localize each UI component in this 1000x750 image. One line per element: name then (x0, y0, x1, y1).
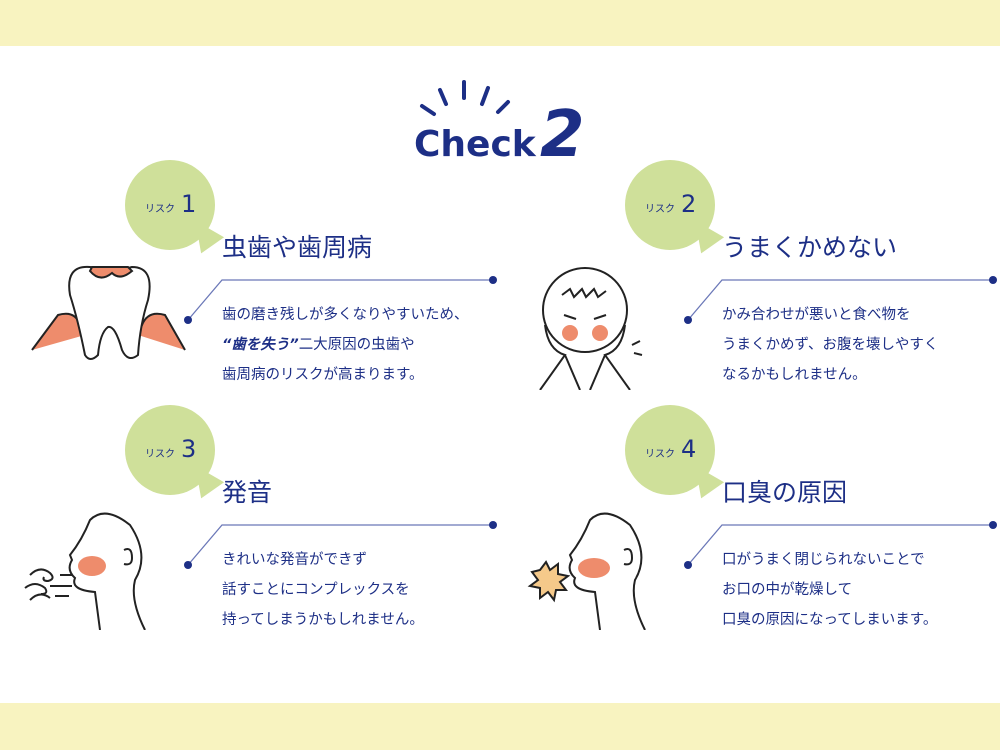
description-line: お口の中が乾燥して (722, 582, 853, 598)
sparkle-icon (420, 80, 510, 116)
check-word: Check (414, 124, 536, 165)
check-heading: Check 2 (414, 78, 594, 172)
tooth-icon (20, 255, 190, 369)
check-number: 2 (540, 98, 585, 172)
description-line: うまくかめず、お腹を壊しやすく (722, 337, 939, 353)
description-line: 口がうまく閉じられないことで (722, 552, 925, 568)
description-line: 話すことにコンプレックスを (222, 582, 410, 598)
risk-number: 2 (681, 190, 697, 218)
risk-description: かみ合わせが悪いと食べ物をうまくかめず、お腹を壊しやすくなるかもしれません。 (722, 300, 938, 390)
breath-profile-icon (20, 500, 170, 634)
description-line: なるかもしれません。 (722, 367, 867, 383)
bottom-band (0, 703, 1000, 750)
connector-line (184, 521, 497, 569)
risk-title: 虫歯や歯周病 (222, 233, 373, 262)
risk-title: 発音 (222, 478, 273, 507)
risk-title: うまくかめない (722, 233, 898, 262)
connector-line (684, 276, 997, 324)
description-line: 口臭の原因になってしまいます。 (722, 612, 938, 628)
description-line: かみ合わせが悪いと食べ物を (722, 307, 911, 323)
risk-number: 3 (181, 435, 197, 463)
description-line: 持ってしまうかもしれません。 (222, 612, 424, 628)
risk-title: 口臭の原因 (722, 478, 848, 507)
risk-description: 口がうまく閉じられないことでお口の中が乾燥して口臭の原因になってしまいます。 (722, 545, 937, 635)
risk-number: 1 (181, 190, 197, 218)
risk-description: きれいな発音ができず話すことにコンプレックスを持ってしまうかもしれません。 (222, 545, 424, 635)
risk-bubble (125, 405, 215, 495)
connector-line (684, 521, 997, 569)
emphasis-text: “歯を失う” (222, 337, 299, 353)
risk-number: 4 (681, 435, 697, 463)
risk-bubble (125, 160, 215, 250)
top-band (0, 0, 1000, 46)
description-line: きれいな発音ができず (222, 552, 367, 568)
connector-line (184, 276, 497, 324)
troubled-face-icon (520, 255, 650, 394)
description-line: “歯を失う”二大原因の虫歯や (222, 337, 415, 353)
bad-breath-profile-icon (520, 500, 670, 634)
risk-bubble (625, 405, 715, 495)
risk-description: 歯の磨き残しが多くなりやすいため、 “歯を失う”二大原因の虫歯や歯周病のリスクが高… (222, 300, 469, 390)
description-line: 歯の磨き残しが多くなりやすいため、 (222, 307, 469, 323)
description-line: 歯周病のリスクが高まります。 (222, 367, 424, 383)
risk-bubble (625, 160, 715, 250)
